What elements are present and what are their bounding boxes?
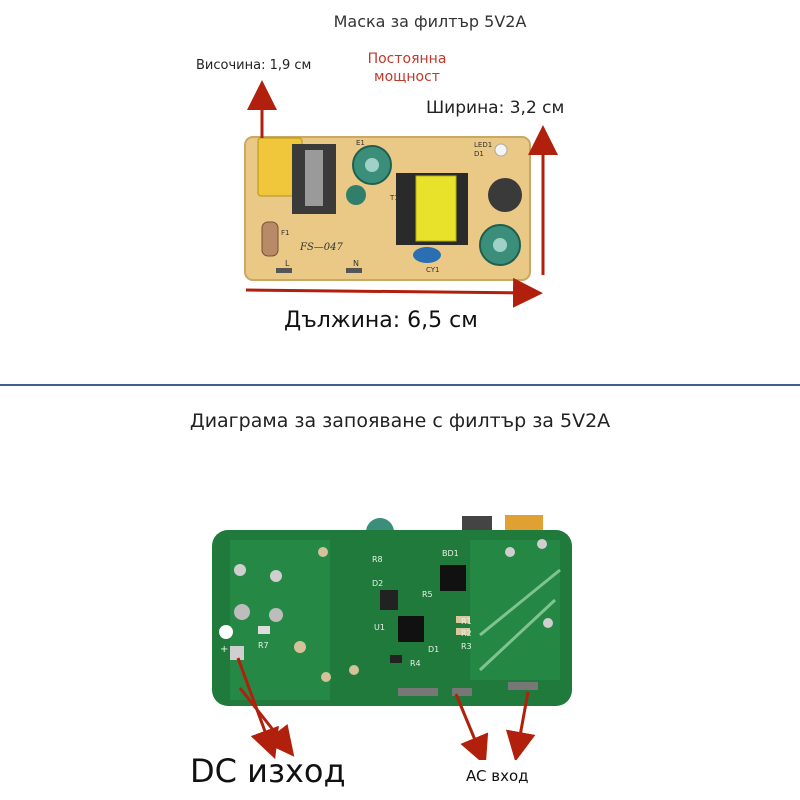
bottom-pcb-illustration: R8 BD1 D2 R5 U1 R1 R2 R3 D1 R4 R7 + bbox=[212, 515, 572, 760]
pcb-marking-r5: R5 bbox=[422, 590, 433, 599]
bottom-title: Диаграма за запояване с филтър за 5V2A bbox=[189, 410, 611, 432]
pcb-marking-led1: LED1 bbox=[474, 141, 492, 149]
electrolytic-capacitor-2 bbox=[346, 185, 366, 205]
pcb-marking-r7: R7 bbox=[258, 641, 269, 650]
y-capacitor bbox=[413, 247, 441, 263]
pcb-marking-r2: R2 bbox=[461, 629, 472, 638]
dc-arrow-2 bbox=[238, 687, 295, 757]
top-title: Маска за филтър 5V2A bbox=[333, 12, 527, 31]
ac-arrow-2 bbox=[505, 691, 536, 760]
pcb-marking-plus: + bbox=[220, 644, 228, 655]
pcb-marking-bd1: BD1 bbox=[442, 549, 459, 558]
pcb-marking-r8: R8 bbox=[372, 555, 383, 564]
fuse bbox=[261, 221, 279, 257]
led bbox=[494, 143, 508, 157]
pcb-marking-e1: E1 bbox=[356, 139, 365, 147]
height-label: Височина: 1,9 см bbox=[196, 58, 312, 73]
pcb-marking-l: L bbox=[285, 259, 290, 268]
ic-bridge bbox=[440, 565, 466, 591]
pcb-silkscreen-label: FS—047 bbox=[299, 242, 344, 253]
section-divider bbox=[0, 384, 800, 386]
pcb-marking-n: N bbox=[353, 259, 359, 268]
pcb-marking-cy1: CY1 bbox=[426, 266, 440, 274]
length-arrow bbox=[245, 277, 543, 308]
pcb-marking-d1: D1 bbox=[428, 645, 439, 654]
pcb-marking-t1: T1 bbox=[389, 194, 399, 202]
ac-input-label: AC вход bbox=[466, 767, 529, 785]
pcb-marking-f1: F1 bbox=[281, 229, 289, 237]
pcb-marking-r4: R4 bbox=[410, 659, 421, 668]
pcb-marking-u1: U1 bbox=[374, 623, 385, 632]
pcb-marking-d2: D2 bbox=[372, 579, 383, 588]
top-pcb-illustration: FS—047 L N CY1 LED1 D1 F1 E1 T1 bbox=[244, 80, 558, 308]
length-label: Дължина: 6,5 см bbox=[284, 308, 478, 333]
ic-controller bbox=[398, 616, 424, 642]
pcb-marking-r3: R3 bbox=[461, 642, 472, 651]
width-label: Ширина: 3,2 см bbox=[426, 98, 565, 118]
ac-arrow-1 bbox=[454, 693, 489, 760]
dc-output-label: DC изход bbox=[190, 752, 346, 790]
pcb-marking-d1: D1 bbox=[474, 150, 484, 158]
heatsink-disc bbox=[488, 178, 522, 212]
pcb-marking-r1: R1 bbox=[461, 617, 472, 626]
power-label: Постоянна мощност bbox=[367, 51, 447, 85]
